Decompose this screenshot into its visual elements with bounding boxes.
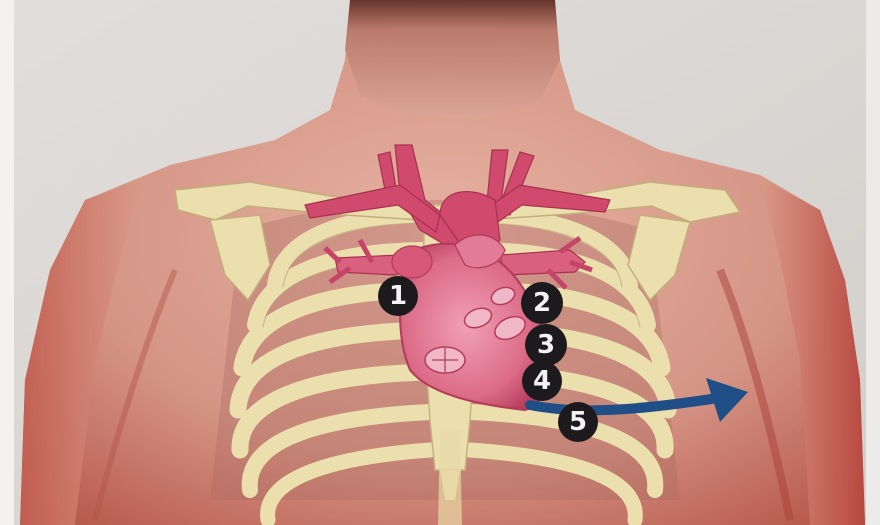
- marker-label-4: 4: [533, 366, 551, 396]
- electrode-marker-2: 2: [521, 282, 563, 324]
- electrode-marker-4: 4: [522, 361, 562, 401]
- electrode-marker-1: 1: [378, 276, 418, 316]
- right-border: [866, 0, 880, 525]
- electrode-marker-3: 3: [525, 324, 567, 366]
- left-border: [0, 0, 14, 525]
- electrode-marker-5: 5: [558, 402, 598, 442]
- spine: [438, 430, 462, 525]
- marker-label-3: 3: [537, 330, 555, 360]
- marker-label-5: 5: [569, 407, 587, 437]
- marker-label-2: 2: [533, 288, 551, 318]
- marker-label-1: 1: [389, 281, 407, 311]
